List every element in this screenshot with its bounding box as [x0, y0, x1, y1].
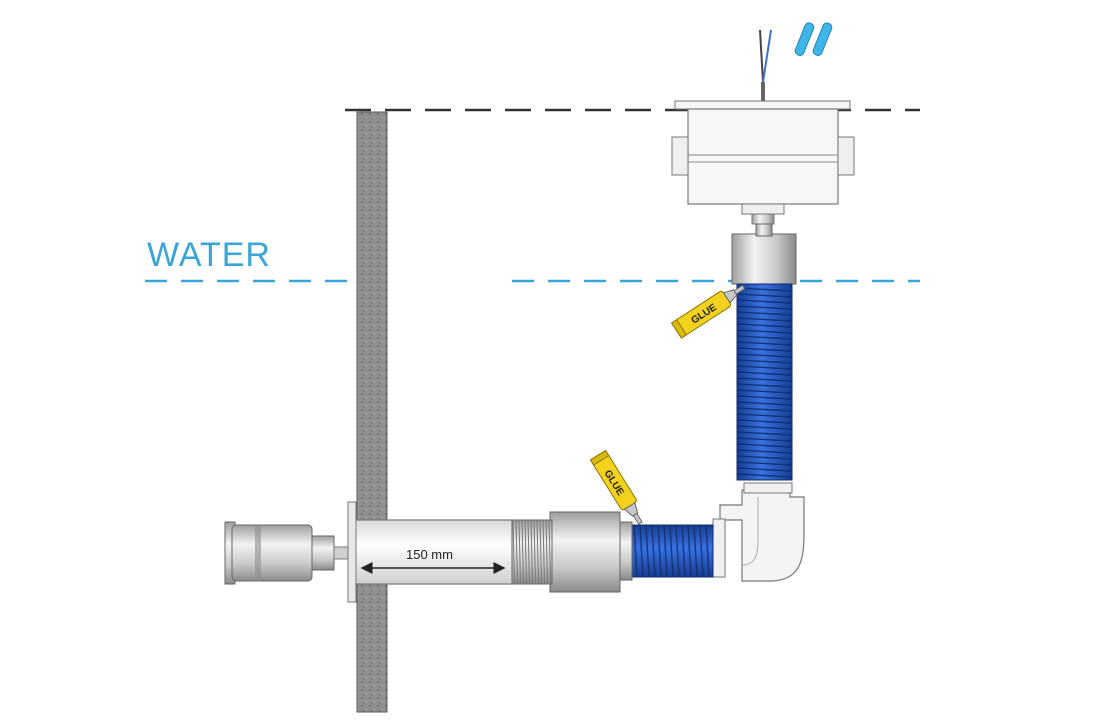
junction-box-icon: [671, 100, 855, 225]
cable-icon: [759, 29, 772, 101]
wall-flange: [347, 501, 357, 603]
lower-coupling: [549, 511, 621, 593]
elbow-fitting-icon: [712, 482, 805, 582]
horizontal-hose: [629, 524, 714, 578]
threaded-section: [509, 519, 553, 585]
dimension-label: 150 mm: [406, 547, 453, 562]
lamp-fitting-icon: [224, 521, 349, 585]
water-label: WATER: [147, 236, 271, 274]
vertical-hose: [736, 283, 793, 481]
upper-coupling: [731, 233, 797, 285]
wire-connector-icon: [794, 22, 833, 56]
pool-wall: [356, 111, 388, 713]
